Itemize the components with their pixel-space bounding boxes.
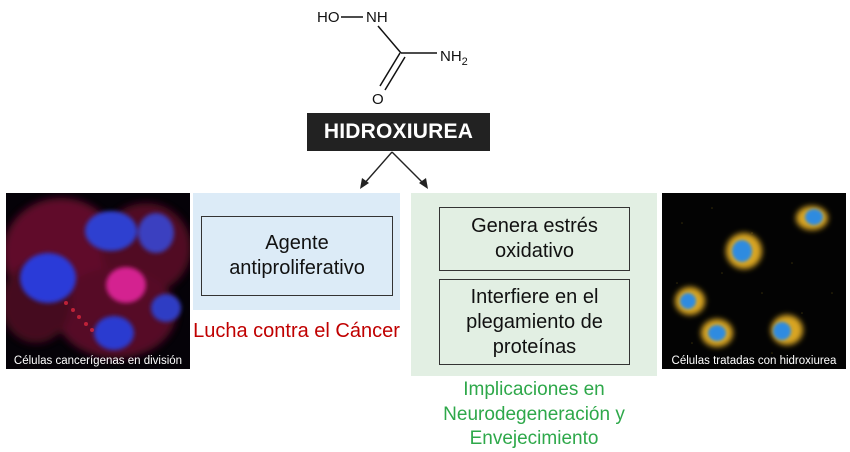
atom-o: O <box>372 91 384 108</box>
bond-c-o-1 <box>379 52 401 87</box>
atom-oh: HO <box>317 9 340 26</box>
cancer-cells-picture <box>6 193 190 369</box>
oxidative-stress-box: Genera estrés oxidativo <box>439 207 630 271</box>
arrow-left-line <box>362 151 393 186</box>
bond-c-o-2 <box>384 56 406 91</box>
cancer-caption: Lucha contra el Cáncer <box>193 320 400 342</box>
mechanism-panel <box>411 193 657 376</box>
treated-cells-picture <box>662 193 846 369</box>
arrow-right-head <box>419 178 428 189</box>
neurodegeneration-caption: Implicaciones en Neurodegeneración y Env… <box>443 379 625 450</box>
bond-n-c <box>377 25 402 54</box>
atom-nh: NH <box>366 9 388 26</box>
atom-nh2: NH2 <box>440 48 468 68</box>
cancer-cells-image: Células cancerígenas en división <box>6 193 190 369</box>
hydroxyurea-structure: HO NH NH2 O <box>317 9 468 108</box>
treated-cells-image: Células tratadas con hidroxiurea <box>662 193 846 369</box>
protein-folding-box: Interfiere en el plegamiento de proteína… <box>439 279 630 365</box>
antiproliferative-panel <box>193 193 400 310</box>
branch-arrows <box>360 151 428 189</box>
treated-cells-caption: Células tratadas con hidroxiurea <box>671 355 837 367</box>
arrow-right-line <box>391 151 426 186</box>
arrow-left-head <box>360 178 369 189</box>
title-hidroxiurea: HIDROXIUREA <box>307 113 490 151</box>
cancer-cells-caption: Células cancerígenas en división <box>13 355 183 367</box>
antiproliferative-box: Agente antiproliferativo <box>201 216 393 296</box>
